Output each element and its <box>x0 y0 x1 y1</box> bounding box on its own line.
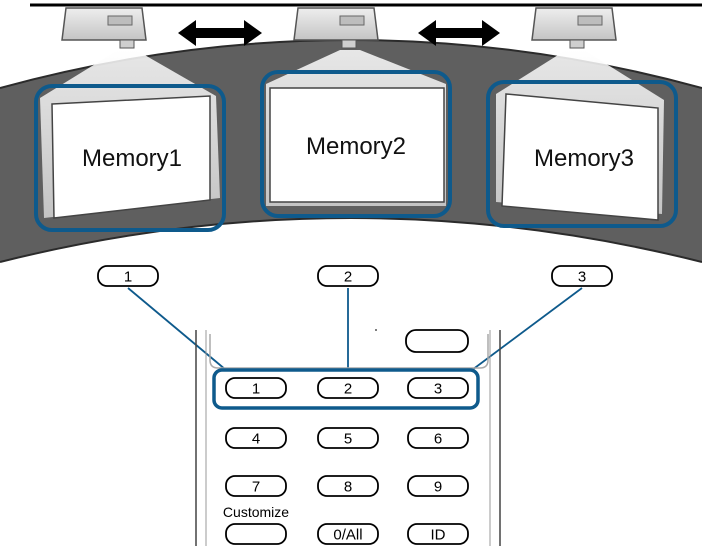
projected-image-1 <box>51 95 211 219</box>
projected-image-3 <box>501 93 659 221</box>
key-row-highlight <box>212 368 480 410</box>
remote-key-4[interactable]: 4 <box>225 427 287 449</box>
remote-key-1[interactable]: 1 <box>225 377 287 399</box>
remote-key-0-all-label: 0/All <box>333 527 362 544</box>
screen-label-2: Memory2 <box>306 133 406 160</box>
remote-key-3[interactable]: 3 <box>407 377 469 399</box>
leader-line-1 <box>127 287 227 371</box>
callout-key-1-label: 1 <box>124 269 132 286</box>
callout-key-3-label: 3 <box>578 269 586 286</box>
remote-top-button[interactable] <box>405 329 469 353</box>
double-arrow-icon <box>178 20 262 46</box>
callout-key-2-label: 2 <box>344 269 352 286</box>
remote-key-6-label: 6 <box>434 431 442 448</box>
callout-key-2: 2 <box>317 265 379 287</box>
remote-key-9-label: 9 <box>434 479 442 496</box>
highlight-frame-1 <box>34 84 226 232</box>
remote-key-id[interactable]: ID <box>407 523 469 545</box>
remote-key-4-label: 4 <box>252 431 260 448</box>
remote-key-7[interactable]: 7 <box>225 475 287 497</box>
remote-key-5[interactable]: 5 <box>317 427 379 449</box>
screen-memory3: Memory3 <box>486 80 678 228</box>
projector-icon <box>293 7 379 49</box>
callout-key-1: 1 <box>97 265 159 287</box>
highlight-frame-3 <box>486 80 678 228</box>
curved-screen-bottom-edge <box>0 217 702 263</box>
remote-key-0-all[interactable]: 0/All <box>317 523 379 545</box>
remote-key-5-label: 5 <box>344 431 352 448</box>
remote-key-3-label: 3 <box>434 381 442 398</box>
remote-key-7-label: 7 <box>252 479 260 496</box>
highlight-frame-2 <box>260 70 452 218</box>
screen-label-1: Memory1 <box>82 145 182 172</box>
screen-memory1: Memory1 <box>34 84 226 232</box>
remote-key-2[interactable]: 2 <box>317 377 379 399</box>
remote-key-id-label: ID <box>431 527 446 544</box>
remote-key-6[interactable]: 6 <box>407 427 469 449</box>
double-arrow-icon <box>418 20 500 46</box>
projector-icon <box>531 7 617 49</box>
remote-control <box>195 329 501 546</box>
remote-key-1-label: 1 <box>252 381 260 398</box>
remote-key-8[interactable]: 8 <box>317 475 379 497</box>
remote-key-customize[interactable] <box>225 523 287 545</box>
customize-label: Customize <box>223 504 289 520</box>
remote-key-9[interactable]: 9 <box>407 475 469 497</box>
screen-memory2: Memory2 <box>260 70 452 218</box>
screen-label-3: Memory3 <box>534 145 634 172</box>
remote-key-2-label: 2 <box>344 381 352 398</box>
projector-icon <box>61 7 147 49</box>
projected-image-2 <box>269 87 445 203</box>
remote-key-8-label: 8 <box>344 479 352 496</box>
callout-key-3: 3 <box>551 265 613 287</box>
